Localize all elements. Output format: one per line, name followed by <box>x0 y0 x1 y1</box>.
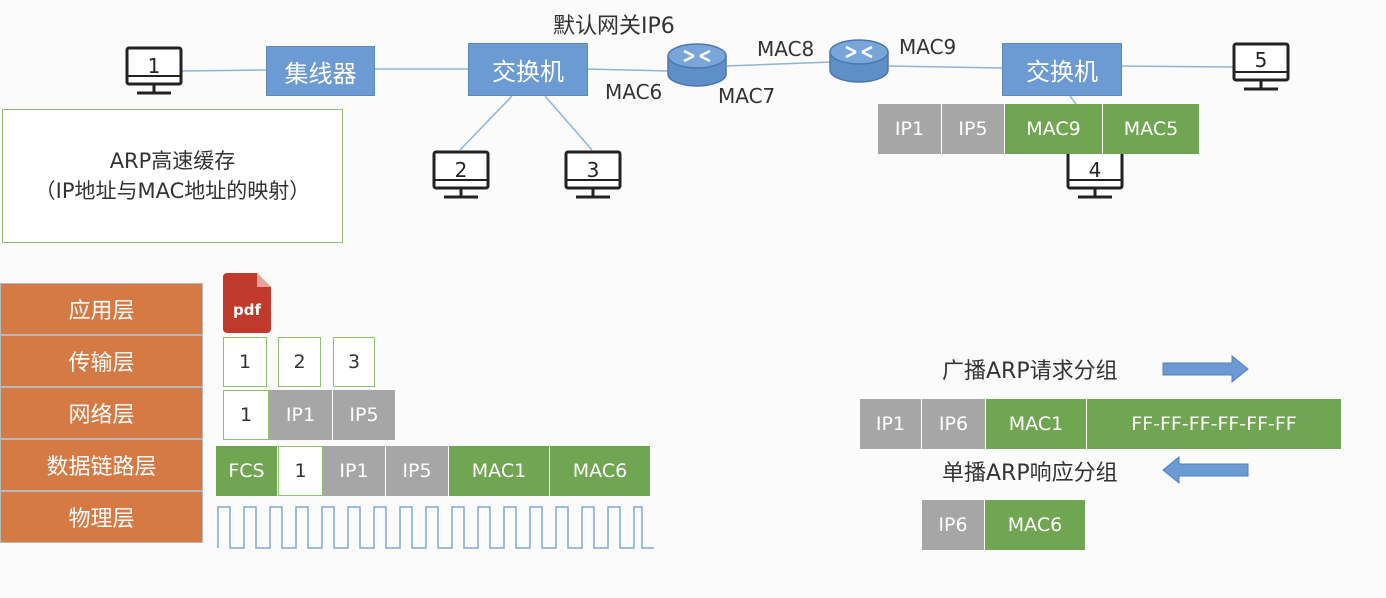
pdf-file-icon: pdf <box>223 273 271 333</box>
layer-network: 网络层 <box>0 387 203 439</box>
frame-field: IP1 <box>878 104 942 154</box>
frame-field: IP5 <box>386 446 449 496</box>
frame-field: FCS <box>216 446 278 496</box>
physical-signal-waveform <box>217 506 654 549</box>
arp-field: IP6 <box>922 500 985 550</box>
router-forward-frame: IP1 IP5 MAC9 MAC5 <box>878 104 1200 154</box>
arp-cache-subtitle: （IP地址与MAC地址的映射） <box>34 179 311 203</box>
arp-request-packet: IP1 IP6 MAC1 FF-FF-FF-FF-FF-FF <box>860 399 1342 449</box>
layer-application: 应用层 <box>0 283 203 335</box>
arp-reply-packet: IP6 MAC6 <box>922 500 1086 550</box>
arp-field: MAC1 <box>986 399 1087 449</box>
monitor-icon <box>432 150 490 199</box>
arrow-left-icon <box>1162 456 1249 484</box>
transport-segment: 2 <box>278 337 321 387</box>
switch-left-node[interactable]: 交换机 <box>468 43 588 96</box>
frame-field: IP1 <box>323 446 386 496</box>
datalink-frame: FCS 1 IP1 IP5 MAC1 MAC6 <box>216 446 651 496</box>
frame-field: 1 <box>278 446 323 496</box>
host-2[interactable]: 2 <box>432 150 490 202</box>
arp-cache-box: ARP高速缓存 （IP地址与MAC地址的映射） <box>2 109 343 243</box>
arp-field: IP6 <box>922 399 986 449</box>
layer-transport: 传输层 <box>0 335 203 387</box>
default-gateway-label: 默认网关IP6 <box>553 14 675 39</box>
router-right-icon[interactable] <box>828 38 890 86</box>
host-number: 5 <box>1254 48 1268 72</box>
monitor-icon <box>1232 42 1290 91</box>
host-3[interactable]: 3 <box>564 150 622 202</box>
packet-field: 1 <box>223 390 269 440</box>
arp-field: MAC6 <box>985 500 1086 550</box>
pdf-label: pdf <box>232 301 261 319</box>
frame-field: MAC6 <box>550 446 651 496</box>
switch-right-node[interactable]: 交换机 <box>1002 43 1122 96</box>
host-number: 3 <box>586 158 600 182</box>
arp-field: IP1 <box>860 399 922 449</box>
network-packet: 1 IP1 IP5 <box>223 390 396 440</box>
arp-cache-title: ARP高速缓存 <box>109 149 236 173</box>
monitor-icon <box>125 46 183 95</box>
transport-segment: 1 <box>223 337 267 387</box>
router-left-icon[interactable] <box>666 42 728 90</box>
host-4[interactable]: 4 <box>1066 150 1124 202</box>
mac6-label: MAC6 <box>605 80 663 104</box>
packet-field: IP5 <box>333 390 396 440</box>
host-1[interactable]: 1 <box>125 46 183 98</box>
frame-field: IP5 <box>942 104 1005 154</box>
frame-field: MAC1 <box>449 446 550 496</box>
mac7-label: MAC7 <box>718 84 776 108</box>
packet-field: IP1 <box>269 390 333 440</box>
arp-reply-label: 单播ARP响应分组 <box>942 461 1118 486</box>
arp-request-label: 广播ARP请求分组 <box>942 359 1118 384</box>
mac8-label: MAC8 <box>757 37 815 61</box>
frame-field: MAC9 <box>1005 104 1103 154</box>
host-5[interactable]: 5 <box>1232 42 1290 94</box>
layer-physical: 物理层 <box>0 491 203 543</box>
hub-node[interactable]: 集线器 <box>266 46 375 96</box>
host-number: 1 <box>147 54 161 78</box>
frame-field: MAC5 <box>1103 104 1200 154</box>
host-number: 2 <box>454 158 468 182</box>
arrow-right-icon <box>1162 355 1249 383</box>
monitor-icon <box>564 150 622 199</box>
mac9-label: MAC9 <box>899 35 957 59</box>
host-number: 4 <box>1088 158 1102 182</box>
arp-field: FF-FF-FF-FF-FF-FF <box>1087 399 1342 449</box>
layer-datalink: 数据链路层 <box>0 439 203 491</box>
transport-segment: 3 <box>333 337 375 387</box>
